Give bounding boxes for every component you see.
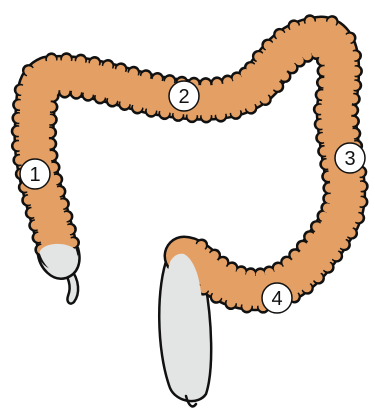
marker-4: 4	[262, 283, 292, 313]
marker-2-label: 2	[178, 86, 189, 108]
marker-1: 1	[20, 159, 50, 189]
marker-2: 2	[169, 81, 199, 111]
marker-3-label: 3	[344, 148, 355, 170]
marker-1-label: 1	[29, 164, 40, 186]
marker-3: 3	[335, 143, 365, 173]
marker-4-label: 4	[271, 288, 282, 310]
